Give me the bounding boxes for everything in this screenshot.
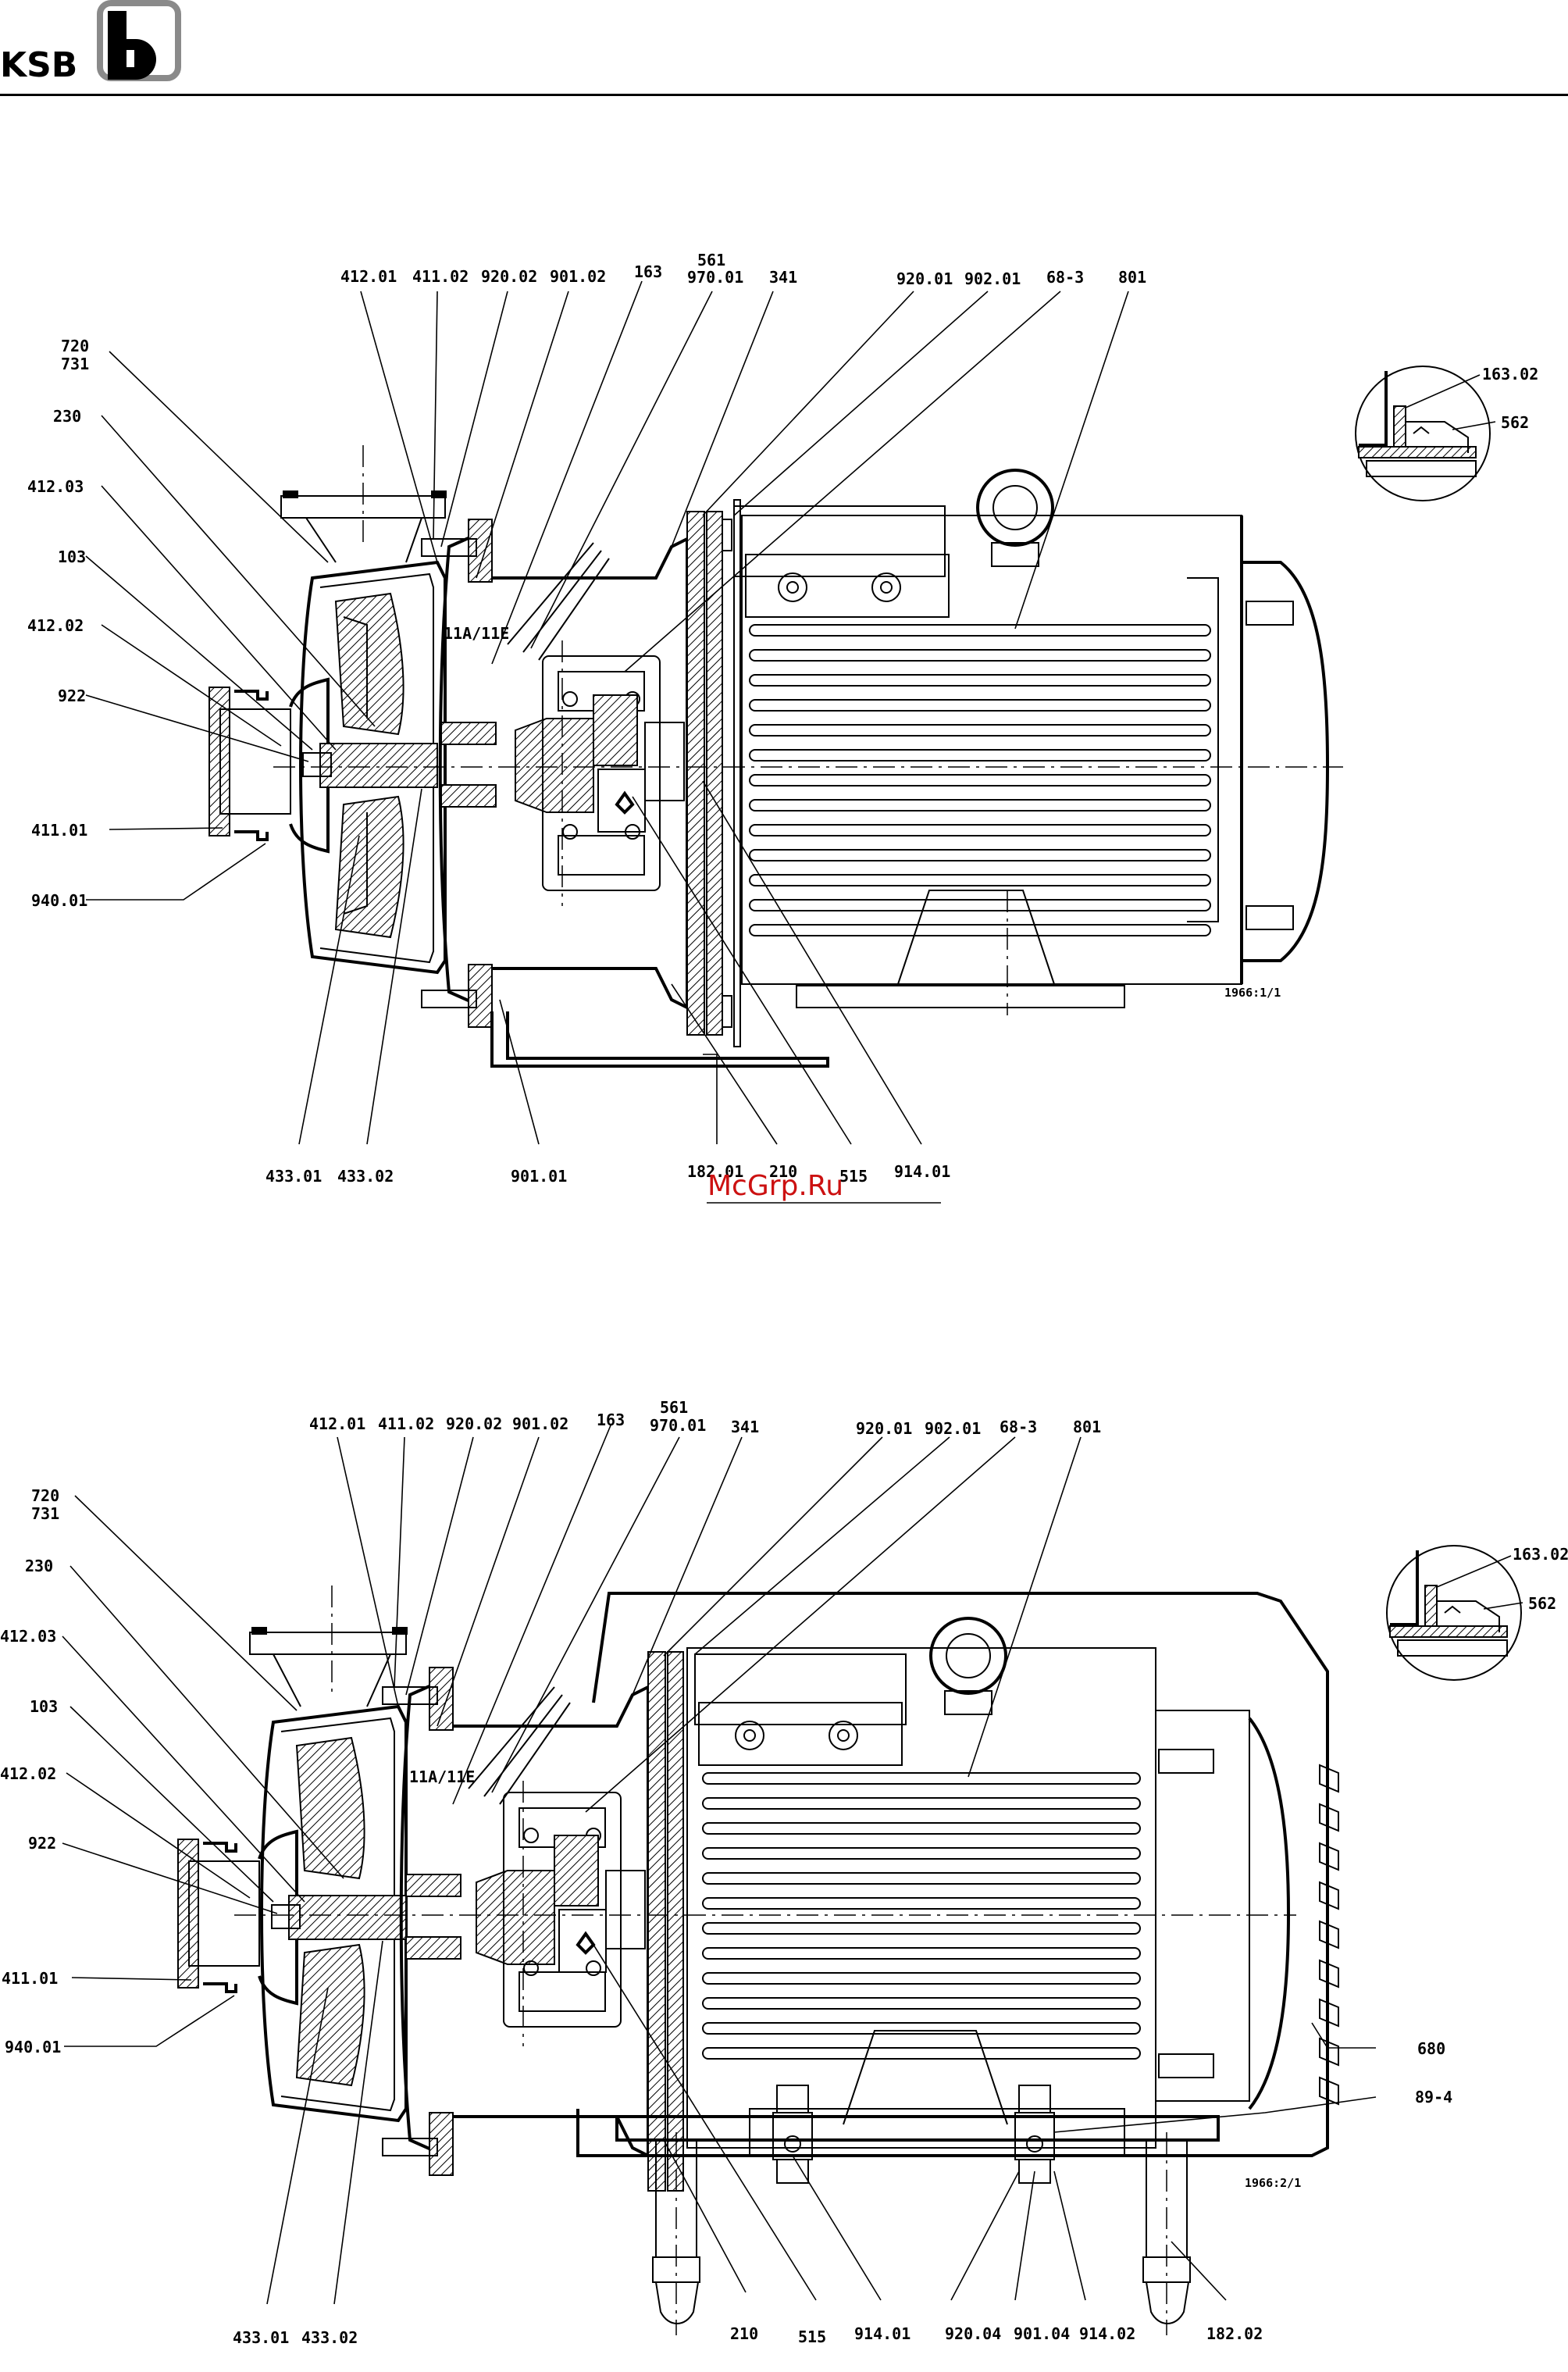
- label-562: 562: [1528, 1594, 1556, 1613]
- drawing-ref-code: 1966:1/1: [1224, 986, 1281, 1000]
- label-720: 720: [31, 1486, 59, 1505]
- label-731: 731: [31, 1504, 59, 1523]
- label-920-04: 920.04: [945, 2324, 1001, 2343]
- label-411-02: 411.02: [378, 1414, 434, 1433]
- pump-drawing-2: [176, 1544, 1523, 2337]
- label-11a-11e: 11A/11E: [444, 624, 509, 643]
- drawing-ref-code: 1966:2/1: [1245, 2176, 1301, 2190]
- brand-name: KSB: [0, 45, 77, 85]
- label-230: 230: [53, 407, 81, 426]
- label-920-02: 920.02: [481, 267, 537, 286]
- label-412-01: 412.01: [340, 267, 397, 286]
- label-103: 103: [30, 1697, 58, 1716]
- label-89-4: 89-4: [1415, 2088, 1452, 2106]
- label-210: 210: [730, 2324, 758, 2343]
- label-561: 561: [660, 1398, 688, 1417]
- figure-1-leaders: [85, 280, 1496, 1204]
- label-801: 801: [1073, 1418, 1101, 1436]
- label-412-02: 412.02: [0, 1764, 56, 1783]
- label-901-04: 901.04: [1014, 2324, 1070, 2343]
- ksb-logo: KSB: [0, 0, 181, 85]
- label-902-01: 902.01: [925, 1419, 981, 1438]
- figure-2: 412.01 411.02 920.02 901.02 163 561 970.…: [0, 1398, 1568, 2347]
- figure-2-labels: 412.01 411.02 920.02 901.02 163 561 970.…: [0, 1398, 1568, 2347]
- label-411-02: 411.02: [412, 267, 469, 286]
- label-914-01: 914.01: [854, 2324, 911, 2343]
- label-210: 210: [769, 1162, 797, 1181]
- label-412-02: 412.02: [27, 616, 84, 635]
- label-902-01: 902.01: [964, 269, 1021, 288]
- label-163-02: 163.02: [1513, 1545, 1568, 1564]
- figure-1-labels: 412.01 411.02 920.02 901.02 163 561 970.…: [27, 251, 1538, 1186]
- label-230: 230: [25, 1557, 53, 1575]
- figure-2-leaders: [62, 1425, 1523, 2305]
- label-922: 922: [58, 687, 86, 705]
- label-515: 515: [839, 1167, 868, 1186]
- label-103: 103: [58, 548, 86, 566]
- logo-mark-b: [108, 11, 156, 80]
- label-561: 561: [697, 251, 725, 269]
- figure-1: 412.01 411.02 920.02 901.02 163 561 970.…: [27, 251, 1538, 1204]
- label-412-03: 412.03: [27, 477, 84, 496]
- label-433-01: 433.01: [265, 1167, 322, 1186]
- label-970-01: 970.01: [650, 1416, 706, 1435]
- label-720: 720: [61, 337, 89, 355]
- label-515: 515: [798, 2327, 826, 2346]
- label-914-01: 914.01: [894, 1162, 950, 1181]
- label-412-01: 412.01: [309, 1414, 365, 1433]
- label-940-01: 940.01: [31, 891, 87, 910]
- label-341: 341: [731, 1418, 759, 1436]
- label-433-02: 433.02: [301, 2328, 358, 2347]
- header-rule: [0, 94, 1568, 96]
- label-922: 922: [28, 1834, 56, 1853]
- logo-mark-b-hole: [127, 50, 134, 67]
- label-433-02: 433.02: [337, 1167, 394, 1186]
- label-901-01: 901.01: [511, 1167, 567, 1186]
- label-412-03: 412.03: [0, 1627, 56, 1646]
- label-562: 562: [1501, 413, 1529, 432]
- label-68-3: 68-3: [1046, 268, 1084, 287]
- label-914-02: 914.02: [1079, 2324, 1135, 2343]
- label-182-02: 182.02: [1206, 2324, 1263, 2343]
- label-920-01: 920.01: [856, 1419, 912, 1438]
- label-433-01: 433.01: [233, 2328, 289, 2347]
- label-68-3: 68-3: [1000, 1418, 1037, 1436]
- label-901-02: 901.02: [550, 267, 606, 286]
- label-411-01: 411.01: [31, 821, 87, 840]
- label-680: 680: [1417, 2039, 1445, 2058]
- label-970-01: 970.01: [687, 268, 743, 287]
- label-920-02: 920.02: [446, 1414, 502, 1433]
- label-411-01: 411.01: [2, 1969, 58, 1988]
- page-header: KSB: [0, 0, 1568, 102]
- label-940-01: 940.01: [5, 2038, 61, 2056]
- label-182-01: 182.01: [687, 1162, 743, 1181]
- label-801: 801: [1118, 268, 1146, 287]
- label-11a-11e: 11A/11E: [409, 1767, 475, 1786]
- label-901-02: 901.02: [512, 1414, 568, 1433]
- label-163-02: 163.02: [1482, 365, 1538, 383]
- pump-drawing-1: [208, 365, 1491, 1068]
- label-731: 731: [61, 355, 89, 373]
- label-163: 163: [634, 262, 662, 281]
- label-163: 163: [597, 1411, 625, 1429]
- label-920-01: 920.01: [896, 269, 953, 288]
- label-341: 341: [769, 268, 797, 287]
- watermark: McGrp.Ru: [707, 1170, 843, 1202]
